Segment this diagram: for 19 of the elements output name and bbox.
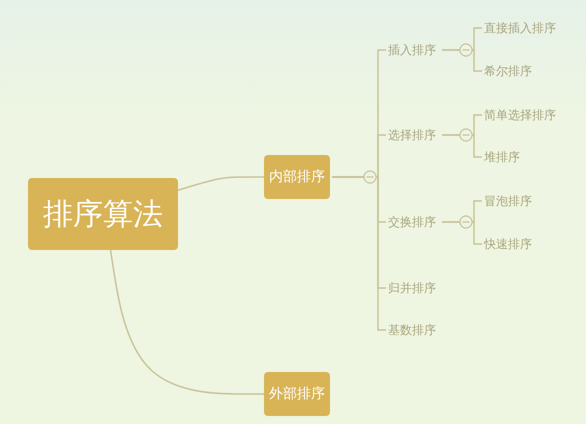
connector-line xyxy=(442,221,482,245)
connector-line xyxy=(110,250,264,395)
topic-label: 选择排序 xyxy=(388,125,440,145)
connector-line xyxy=(442,134,482,158)
topic-label: 基数排序 xyxy=(388,320,440,340)
topic-box: 排序算法 xyxy=(28,178,178,250)
connector-line xyxy=(178,176,264,191)
topic-label: 快速排序 xyxy=(484,234,536,254)
topic-label: 交换排序 xyxy=(388,212,440,232)
topic-label: 直接插入排序 xyxy=(484,18,562,38)
topic-box: 外部排序 xyxy=(264,372,330,416)
topic-label: 简单选择排序 xyxy=(484,105,562,125)
topic-label: 插入排序 xyxy=(388,40,440,60)
topic-label: 堆排序 xyxy=(484,147,524,167)
topic-box: 内部排序 xyxy=(264,155,330,199)
topic-label: 归并排序 xyxy=(388,278,440,298)
topic-label: 希尔排序 xyxy=(484,61,536,81)
connector-line xyxy=(442,49,482,72)
topic-label: 冒泡排序 xyxy=(484,191,536,211)
